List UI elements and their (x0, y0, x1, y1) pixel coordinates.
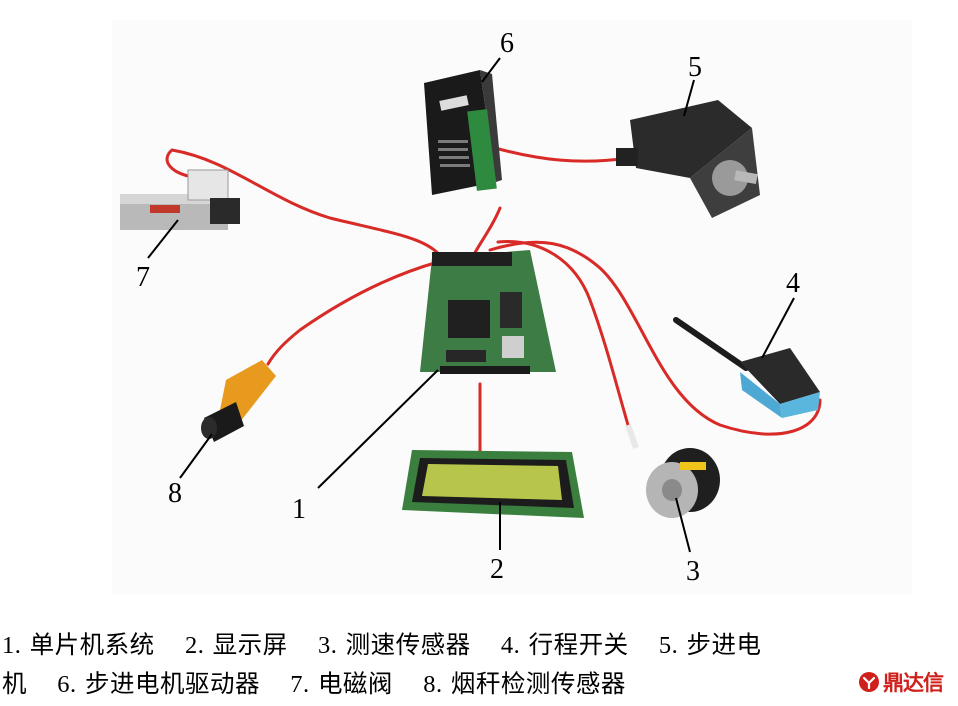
callout-1: 1 (292, 494, 306, 525)
caption-item-5b: 机 (2, 669, 27, 698)
watermark-logo-icon (859, 672, 879, 692)
callout-4: 4 (786, 268, 800, 299)
photoelectric-sensor (201, 360, 276, 442)
figure-caption: 1. 单片机系统 2. 显示屏 3. 测速传感器 4. 行程开关 5. 步进电 … (2, 626, 952, 704)
callout-3: 3 (686, 556, 700, 587)
caption-item-3: 3. 测速传感器 (317, 630, 471, 659)
cable-to-valve (165, 148, 447, 264)
stepper-driver (424, 70, 502, 195)
leader-8 (179, 433, 213, 479)
limit-switch (673, 317, 820, 418)
cables (165, 146, 822, 457)
caption-item-2: 2. 显示屏 (184, 630, 288, 659)
leader-5 (683, 79, 695, 117)
speed-encoder (625, 424, 720, 518)
leader-4 (761, 297, 795, 359)
cable-to-limit-switch (488, 240, 822, 436)
caption-item-8: 8. 烟秆检测传感器 (423, 669, 626, 698)
callout-6: 6 (500, 28, 514, 59)
caption-item-5a: 5. 步进电 (658, 630, 762, 659)
mcu-board (420, 250, 556, 374)
callout-2: 2 (490, 554, 504, 585)
leader-3 (675, 497, 691, 553)
leader-1 (317, 369, 439, 489)
stepper-motor (616, 100, 760, 218)
leader-6 (481, 57, 501, 83)
caption-line-1: 1. 单片机系统 2. 显示屏 3. 测速传感器 4. 行程开关 5. 步进电 (2, 626, 952, 665)
caption-item-4: 4. 行程开关 (500, 630, 629, 659)
lcd-display (402, 450, 584, 518)
caption-item-7: 7. 电磁阀 (290, 669, 393, 698)
system-diagram: 6 5 7 4 8 1 2 3 (120, 28, 822, 587)
callout-7: 7 (136, 262, 150, 293)
callout-8: 8 (168, 478, 182, 509)
watermark: 鼎达信 (858, 668, 944, 696)
caption-line-2: 机 6. 步进电机驱动器 7. 电磁阀 8. 烟秆检测传感器 (2, 665, 952, 704)
leader-lines (147, 57, 795, 553)
watermark-text: 鼎达信 (883, 671, 944, 695)
callout-5: 5 (688, 52, 702, 83)
leader-7 (147, 219, 179, 259)
caption-item-6: 6. 步进电机驱动器 (57, 669, 260, 698)
cable-to-encoder (496, 240, 630, 427)
caption-item-1: 1. 单片机系统 (2, 630, 155, 659)
cable-driver-to-motor (493, 146, 630, 163)
cable-to-photo-sensor (266, 260, 440, 366)
